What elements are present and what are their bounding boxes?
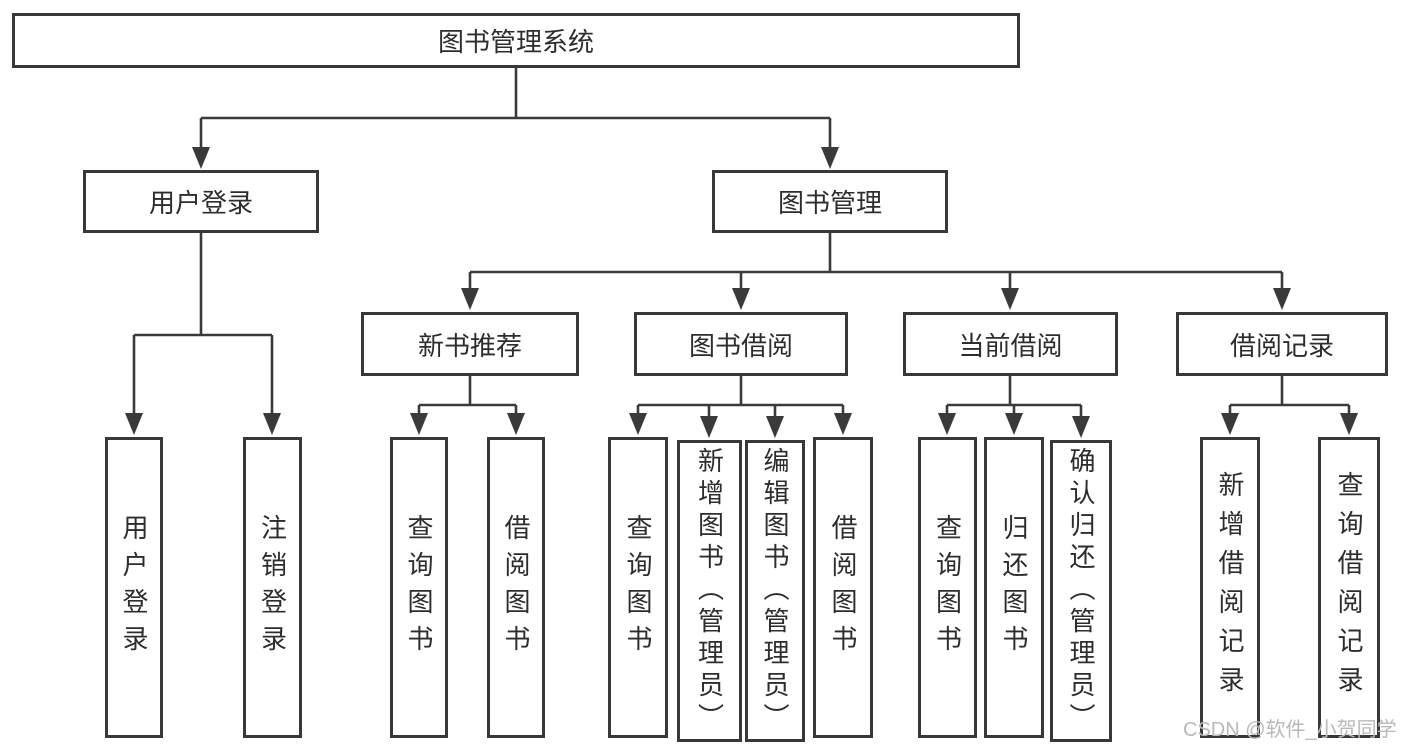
leaf-add-borrow-record-label: 新增借阅记录 [1215,470,1245,705]
connector-new-book-to-children [410,376,525,435]
leaf-query-books-current: 查询图书 [918,437,977,738]
leaf-query-books-recommend: 查询图书 [390,437,448,738]
node-book-management-label: 图书管理 [777,188,882,218]
connector-book-management-to-children [461,233,1291,310]
node-user-login-label: 用户登录 [148,188,253,218]
leaf-borrow-books-recommend: 借阅图书 [487,437,545,738]
node-user-login: 用户登录 [83,170,319,233]
leaf-logout-label: 注销登录 [257,513,288,662]
csdn-watermark: CSDN @软件_小贺同学 [1183,719,1397,741]
leaf-return-books: 归还图书 [984,437,1044,738]
leaf-query-borrow-record: 查询借阅记录 [1318,437,1380,738]
node-new-book-recommendation: 新书推荐 [361,312,579,376]
leaf-query-books-borrowing: 查询图书 [608,437,668,738]
connector-root-to-children [192,68,839,169]
leaf-edit-book-admin: 编辑图书（管理员） [745,440,805,742]
leaf-query-books-borrowing-label: 查询图书 [623,513,653,662]
connector-book-borrowing-to-children [629,376,852,438]
node-current-borrowing-label: 当前借阅 [958,330,1063,361]
leaf-query-books-recommend-label: 查询图书 [404,513,434,662]
leaf-add-book-admin: 新增图书（管理员） [677,440,742,742]
leaf-return-books-label: 归还图书 [999,513,1029,662]
leaf-confirm-return-admin: 确认归还（管理员） [1050,440,1112,742]
node-library-system-root: 图书管理系统 [12,13,1020,68]
node-current-borrowing: 当前借阅 [903,312,1118,376]
leaf-logout: 注销登录 [243,437,302,738]
leaf-borrow-books-recommend-label: 借阅图书 [501,513,531,662]
leaf-user-login: 用户登录 [105,437,163,738]
node-book-borrowing-label: 图书借阅 [688,330,793,361]
node-borrowing-records: 借阅记录 [1176,312,1388,376]
connector-borrowing-records-to-children [1221,376,1358,435]
node-library-system-root-label: 图书管理系统 [437,27,594,57]
leaf-query-books-current-label: 查询图书 [932,513,963,662]
node-book-borrowing: 图书借阅 [634,312,848,376]
leaf-add-borrow-record: 新增借阅记录 [1200,437,1260,738]
node-book-management: 图书管理 [712,170,948,233]
connector-user-login-to-children [125,233,281,435]
connector-current-borrowing-to-children [938,376,1090,438]
leaf-add-book-admin-label: 新增图书（管理员） [694,447,725,735]
node-new-book-recommendation-label: 新书推荐 [417,330,522,361]
leaf-confirm-return-admin-label: 确认归还（管理员） [1066,447,1096,735]
leaf-edit-book-admin-label: 编辑图书（管理员） [760,447,790,735]
leaf-user-login-label: 用户登录 [119,513,149,662]
leaf-borrow-books-borrowing-label: 借阅图书 [828,513,858,662]
leaf-query-borrow-record-label: 查询借阅记录 [1334,470,1364,705]
node-borrowing-records-label: 借阅记录 [1229,330,1334,361]
leaf-borrow-books-borrowing: 借阅图书 [813,437,873,738]
